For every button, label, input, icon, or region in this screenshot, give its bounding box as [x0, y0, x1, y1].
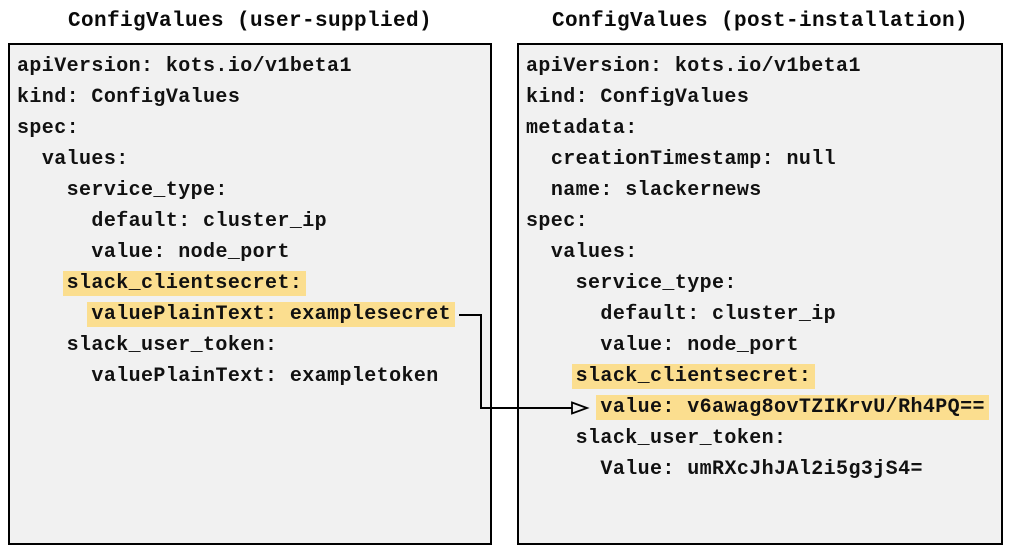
- code-text: valuePlainText: exampletoken: [91, 365, 439, 388]
- highlighted-code-line: slack_clientsecret:: [17, 268, 484, 299]
- code-text: value: node_port: [600, 334, 799, 357]
- code-indent: [17, 179, 67, 202]
- code-text: value: v6awag8ovTZIKrvU/Rh4PQ==: [596, 395, 989, 420]
- highlighted-code-line: slack_clientsecret:: [526, 361, 995, 392]
- code-line: service_type:: [526, 268, 995, 299]
- code-indent: [526, 241, 551, 264]
- code-indent: [526, 365, 576, 388]
- code-indent: [526, 272, 576, 295]
- code-text: apiVersion: kots.io/v1beta1: [526, 55, 861, 78]
- code-line: valuePlainText: exampletoken: [17, 361, 484, 392]
- code-text: values:: [550, 241, 638, 264]
- code-line: default: cluster_ip: [17, 206, 484, 237]
- code-indent: [526, 179, 551, 202]
- code-text: default: cluster_ip: [600, 303, 837, 326]
- code-text: creationTimestamp: null: [550, 148, 837, 171]
- code-text: apiVersion: kots.io/v1beta1: [17, 55, 352, 78]
- code-text: metadata:: [526, 117, 638, 140]
- code-line: value: node_port: [17, 237, 484, 268]
- code-line: spec:: [526, 206, 995, 237]
- code-line: slack_user_token:: [526, 423, 995, 454]
- code-text: value: node_port: [91, 241, 290, 264]
- code-text: service_type:: [66, 179, 228, 202]
- code-indent: [526, 396, 600, 419]
- code-line: kind: ConfigValues: [526, 82, 995, 113]
- code-indent: [526, 458, 600, 481]
- code-text: slack_clientsecret:: [62, 271, 307, 296]
- code-line: kind: ConfigValues: [17, 82, 484, 113]
- code-indent: [17, 148, 42, 171]
- code-indent: [526, 148, 551, 171]
- code-text: Value: umRXcJhJAl2i5g3jS4=: [600, 458, 923, 481]
- code-line: values:: [526, 237, 995, 268]
- panel-title-user-supplied: ConfigValues (user-supplied): [67, 10, 433, 33]
- code-indent: [17, 303, 91, 326]
- code-indent: [17, 272, 67, 295]
- code-text: name: slackernews: [550, 179, 762, 202]
- code-text: default: cluster_ip: [91, 210, 328, 233]
- code-line: value: node_port: [526, 330, 995, 361]
- code-text: slack_user_token:: [575, 427, 787, 450]
- code-line: default: cluster_ip: [526, 299, 995, 330]
- highlighted-code-line: value: v6awag8ovTZIKrvU/Rh4PQ==: [526, 392, 995, 423]
- code-line: slack_user_token:: [17, 330, 484, 361]
- code-text: spec:: [17, 117, 80, 140]
- code-text: service_type:: [575, 272, 737, 295]
- code-indent: [17, 241, 91, 264]
- code-text: values:: [41, 148, 129, 171]
- code-text: slack_user_token:: [66, 334, 278, 357]
- code-text: spec:: [526, 210, 589, 233]
- panel-user-supplied: ConfigValues (user-supplied) apiVersion:…: [8, 0, 492, 545]
- code-indent: [526, 334, 600, 357]
- code-line: creationTimestamp: null: [526, 144, 995, 175]
- code-indent: [17, 365, 91, 388]
- code-line: name: slackernews: [526, 175, 995, 206]
- panel-post-installation: ConfigValues (post-installation) apiVers…: [517, 0, 1003, 545]
- code-indent: [526, 427, 576, 450]
- code-line: spec:: [17, 113, 484, 144]
- codebox-user-supplied: apiVersion: kots.io/v1beta1 kind: ConfigV…: [8, 43, 492, 545]
- code-line: apiVersion: kots.io/v1beta1: [526, 51, 995, 82]
- code-line: values:: [17, 144, 484, 175]
- code-text: valuePlainText: examplesecret: [87, 302, 456, 327]
- code-line: Value: umRXcJhJAl2i5g3jS4=: [526, 454, 995, 485]
- code-line: service_type:: [17, 175, 484, 206]
- code-line: apiVersion: kots.io/v1beta1: [17, 51, 484, 82]
- code-indent: [526, 303, 600, 326]
- code-line: metadata:: [526, 113, 995, 144]
- code-indent: [17, 210, 91, 233]
- code-text: slack_clientsecret:: [571, 364, 816, 389]
- code-indent: [17, 334, 67, 357]
- panel-title-post-installation: ConfigValues (post-installation): [551, 10, 969, 33]
- codebox-post-installation: apiVersion: kots.io/v1beta1 kind: ConfigV…: [517, 43, 1003, 545]
- code-text: kind: ConfigValues: [526, 86, 750, 109]
- code-text: kind: ConfigValues: [17, 86, 241, 109]
- highlighted-code-line: valuePlainText: examplesecret: [17, 299, 484, 330]
